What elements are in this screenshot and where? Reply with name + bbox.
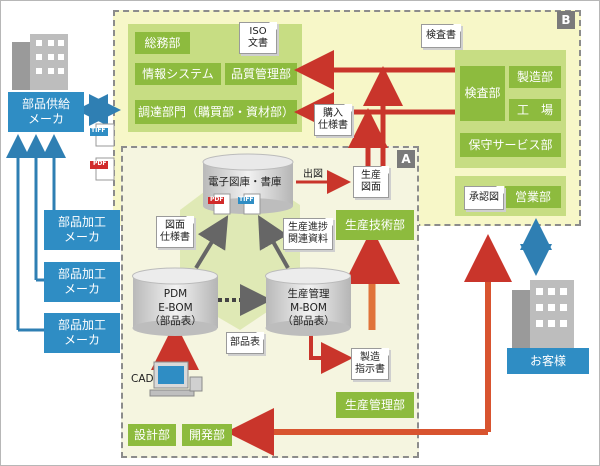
general-affairs-box: 総務部 <box>135 32 190 54</box>
iso-document: ISO 文書 <box>239 22 277 54</box>
tiff-file-icon <box>90 123 115 147</box>
zone-a-badge: A <box>397 150 415 168</box>
library-pdf-label: PDF <box>210 196 224 203</box>
production-drawing-document: 生産 図面 <box>353 166 389 198</box>
production-eng-box: 生産技術部 <box>336 210 414 240</box>
info-systems-box: 情報システム <box>135 63 221 85</box>
parts-processor-box-2: 部品加工 メーカ <box>44 262 120 302</box>
pdf-label: PDF <box>93 160 107 167</box>
building-supplier-icon <box>12 34 68 90</box>
pdm-cylinder <box>132 267 218 336</box>
tiff-label: TIFF <box>91 127 106 134</box>
parts-list-document: 部品表 <box>226 332 264 354</box>
maintenance-box: 保守サービス部 <box>460 133 561 157</box>
building-customer-icon <box>512 280 574 348</box>
cad-label: CAD <box>131 373 154 385</box>
parts-processor-box-1: 部品加工 メーカ <box>44 210 120 250</box>
sales-box: 営業部 <box>505 186 561 208</box>
inspection-box: 検査部 <box>460 66 505 121</box>
manufacturing-box: 製造部 <box>509 66 561 88</box>
pdm-cylinder-label: PDM E-BOM （部品表） <box>149 288 202 328</box>
library-pdf-icon <box>208 193 231 215</box>
approval-drawing-document: 承認図 <box>464 186 504 210</box>
mfg-instruction-document: 製造 指示書 <box>351 348 389 380</box>
customer-box: お客様 <box>507 348 589 374</box>
design-box: 設計部 <box>128 424 176 446</box>
drawing-spec-document: 図面 仕様書 <box>156 216 194 248</box>
e-library-label: 電子図庫・書庫 <box>208 176 282 188</box>
pdf-file-icon <box>90 157 115 181</box>
parts-processor-box-3: 部品加工 メーカ <box>44 313 120 353</box>
quality-mgmt-box: 品質管理部 <box>225 63 297 85</box>
computer-icon <box>149 361 203 397</box>
development-box: 開発部 <box>182 424 232 446</box>
mbom-cylinder-label: 生産管理 M-BOM （部品表） <box>282 288 335 328</box>
inspection-document: 検査書 <box>421 24 461 48</box>
mbom-cylinder <box>265 267 351 336</box>
library-tiff-label: TIFF <box>239 196 254 203</box>
library-tiff-icon <box>238 193 261 215</box>
purchase-spec-document: 購入 仕様書 <box>314 104 352 136</box>
zone-b-badge: B <box>557 11 575 29</box>
production-mgmt-box: 生産管理部 <box>336 392 414 418</box>
progress-docs-document: 生産進捗 関連資料 <box>283 218 333 250</box>
release-label: 出図 <box>303 169 323 180</box>
parts-supplier-box: 部品供給 メーカ <box>8 92 84 132</box>
procurement-box: 調達部門（購買部・資材部） <box>135 100 297 124</box>
factory-box: 工 場 <box>509 99 561 121</box>
